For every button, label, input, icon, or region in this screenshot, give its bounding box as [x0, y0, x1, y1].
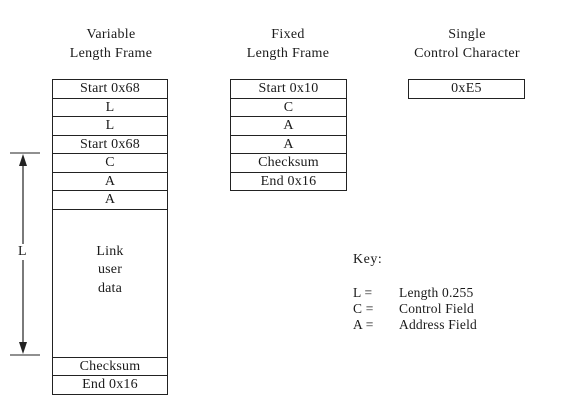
fixed-frame-cell-address-2: A	[230, 135, 347, 154]
variable-frame-cell-checksum: Checksum	[52, 357, 168, 376]
single-control-heading-line-1: Single	[448, 27, 486, 42]
variable-length-frame: Start 0x68 L L Start 0x68 C A A Link use…	[52, 79, 168, 395]
key-meaning: Address Field	[399, 317, 477, 332]
user-data-line-1: Link	[96, 243, 124, 259]
length-arrow-label: L	[17, 244, 28, 260]
variable-frame-user-data: Link user data	[52, 209, 168, 358]
fixed-length-frame: Start 0x10 C A A Checksum End 0x16	[230, 79, 347, 191]
fixed-frame-cell-address-1: A	[230, 117, 347, 136]
key-title: Key:	[353, 252, 383, 267]
fixed-frame-heading: Fixed Length Frame	[232, 25, 344, 63]
fixed-frame-cell-control: C	[230, 98, 347, 117]
user-data-line-2: user	[97, 262, 123, 277]
key-meaning: Control Field	[399, 301, 474, 316]
key-symbol: A =	[353, 317, 374, 332]
variable-frame-cell-length-2: L	[52, 117, 168, 136]
variable-frame-cell-address-2: A	[52, 191, 168, 210]
fixed-frame-cell-end: End 0x16	[230, 172, 347, 191]
length-arrow-up-head	[19, 154, 27, 166]
length-arrow-down-head	[19, 342, 27, 354]
key-meaning: Length 0.255	[399, 285, 474, 300]
variable-frame-cell-end: End 0x16	[52, 376, 168, 395]
key-symbol: C =	[353, 301, 374, 316]
single-control-heading: Single Control Character	[400, 25, 534, 63]
single-control-character-box: 0xE5	[408, 79, 525, 99]
single-control-heading-line-2: Control Character	[414, 46, 520, 61]
fixed-frame-heading-line-2: Length Frame	[246, 46, 330, 61]
fixed-frame-heading-line-1: Fixed	[271, 27, 305, 42]
variable-frame-cell-address-1: A	[52, 172, 168, 191]
variable-frame-heading: Variable Length Frame	[56, 25, 166, 63]
fixed-frame-cell-checksum: Checksum	[230, 154, 347, 173]
key-entry-address: A = Address Field	[353, 317, 477, 334]
key-symbol: L =	[353, 285, 373, 300]
key-entry-control: C = Control Field	[353, 301, 474, 318]
variable-frame-cell-length-1: L	[52, 98, 168, 117]
user-data-line-3: data	[97, 280, 123, 296]
variable-frame-heading-line-2: Length Frame	[69, 46, 153, 61]
fixed-frame-cell-start: Start 0x10	[230, 80, 347, 99]
variable-frame-cell-start: Start 0x68	[52, 80, 168, 99]
variable-frame-heading-line-1: Variable	[86, 27, 136, 42]
key-entry-length: L = Length 0.255	[353, 285, 473, 302]
variable-frame-cell-control: C	[52, 154, 168, 173]
variable-frame-cell-start-repeat: Start 0x68	[52, 135, 168, 154]
